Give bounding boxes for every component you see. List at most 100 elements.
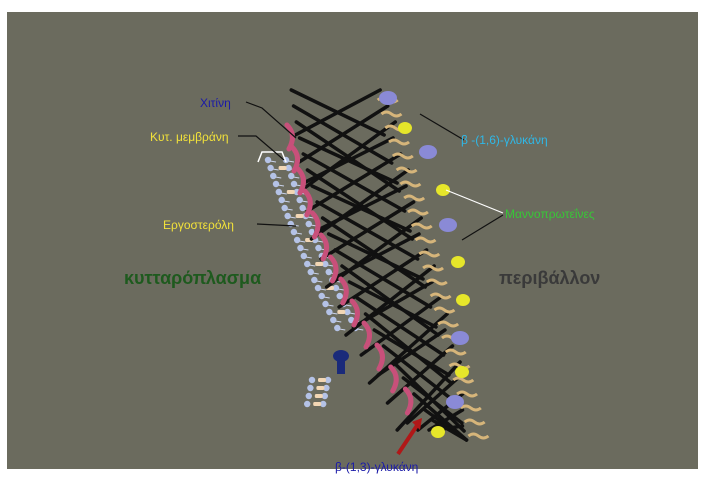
lipid-tail: [357, 329, 363, 330]
lipid-head: [326, 309, 332, 315]
mannoprotein-leader: [446, 190, 503, 213]
lipid-tail: [306, 257, 312, 258]
lipid-tail: [299, 241, 305, 242]
lipid-head: [307, 385, 313, 391]
beta-16-glucan-chain: [438, 322, 458, 326]
lipid-head: [265, 157, 271, 163]
beta-16-glucan-chain: [404, 196, 424, 200]
environment-label: περιβάλλον: [499, 268, 600, 289]
ergosterol-molecule: [315, 394, 323, 398]
beta-16-glucan-label: β -(1,6)-γλυκάνη: [461, 133, 548, 147]
beta-16-glucan-chain: [468, 434, 488, 438]
ergosterol-molecule: [318, 378, 326, 382]
cytoplasm-label: κυτταρόπλασμα: [124, 268, 261, 289]
cell-membrane-bilayer: [258, 152, 363, 407]
lipid-tail: [313, 273, 319, 274]
beta-16-glucan-chain: [397, 168, 417, 172]
mannoprotein: [439, 218, 457, 232]
mannoproteins-label: Μαννοπρωτεΐνες: [505, 207, 595, 221]
lipid-tail: [320, 289, 326, 290]
chitin-fiber: [364, 323, 370, 347]
lipid-tail: [296, 233, 302, 234]
ergosterol-molecule: [337, 310, 345, 314]
lipid-head: [308, 269, 314, 275]
mannoprotein: [419, 145, 437, 159]
lipid-head: [304, 261, 310, 267]
chitin-fiber: [405, 389, 411, 413]
lipid-tail: [281, 193, 287, 194]
lipid-tail: [293, 177, 299, 178]
ergosterol-molecule: [279, 166, 287, 170]
lipid-head: [296, 197, 302, 203]
lipid-tail: [270, 161, 276, 162]
lipid-head: [330, 317, 336, 323]
beta-16-glucan-chain: [408, 210, 428, 214]
lipid-head: [336, 293, 342, 299]
chitin-label: Χιτίνη: [200, 96, 231, 110]
beta-16-glucan-chain: [416, 238, 436, 242]
lipid-head: [288, 173, 294, 179]
lipid-tail: [284, 201, 290, 202]
membrane-bracket: [258, 152, 286, 162]
lipid-head: [311, 277, 317, 283]
lipid-tail: [339, 329, 345, 330]
beta-16-glucan-chain: [434, 308, 454, 312]
mannoprotein: [446, 395, 464, 409]
lipid-head: [284, 213, 290, 219]
beta-16-glucan-chain: [412, 224, 432, 228]
cell-membrane-label: Κυτ. μεμβράνη: [150, 130, 229, 144]
lipid-head: [315, 245, 321, 251]
lipid-tail: [287, 209, 293, 210]
beta-16-glucan-chain: [389, 140, 409, 144]
ergosterol-molecule: [316, 386, 324, 390]
mannoprotein: [379, 91, 397, 105]
lipid-tail: [275, 177, 281, 178]
lipid-head: [297, 245, 303, 251]
membrane-protein-stem: [337, 356, 345, 374]
lipid-tail: [324, 297, 330, 298]
lipid-tail: [302, 249, 308, 250]
beta-16-glucan-chain: [423, 266, 443, 270]
beta-13-glucan-label: β-(1,3)-γλυκάνη: [335, 460, 418, 474]
beta-16-glucan-chain: [465, 420, 485, 424]
lipid-head: [326, 269, 332, 275]
lipid-head: [334, 325, 340, 331]
mannoprotein: [451, 331, 469, 345]
yellow-protein: [455, 366, 469, 378]
lipid-head: [276, 189, 282, 195]
chitin-fiber: [341, 279, 347, 303]
lipid-head: [299, 205, 305, 211]
ergosterol-label: Εργοστερόλη: [163, 218, 234, 232]
lipid-head: [291, 181, 297, 187]
lipid-tail: [331, 313, 337, 314]
lipid-head: [267, 165, 273, 171]
lipid-tail: [335, 321, 341, 322]
lipid-tail: [317, 241, 323, 242]
chitin-fiber: [391, 367, 397, 391]
lipid-head: [315, 285, 321, 291]
lipid-head: [281, 205, 287, 211]
lipid-tail: [349, 313, 355, 314]
lipid-head: [294, 237, 300, 243]
beta-16-glucan-chain: [446, 350, 466, 354]
lipid-tail: [302, 201, 308, 202]
yellow-protein: [431, 426, 445, 438]
lipid-head: [306, 221, 312, 227]
beta-16-glucan-chain: [431, 294, 451, 298]
chitin-fiber: [298, 169, 304, 193]
ergosterol-molecule: [287, 190, 295, 194]
lipid-tail: [278, 185, 284, 186]
chitin-fiber: [377, 345, 383, 369]
yellow-protein: [436, 184, 450, 196]
lipid-head: [273, 181, 279, 187]
glucan16-leader: [420, 114, 464, 140]
lipid-head: [309, 377, 315, 383]
lipid-tail: [273, 169, 279, 170]
yellow-protein: [398, 122, 412, 134]
mannoprotein-leader-2: [462, 215, 503, 240]
lipid-head: [306, 393, 312, 399]
lipid-head: [301, 253, 307, 259]
lipid-tail: [288, 161, 294, 162]
lipid-tail: [338, 289, 344, 290]
lipid-head: [278, 197, 284, 203]
